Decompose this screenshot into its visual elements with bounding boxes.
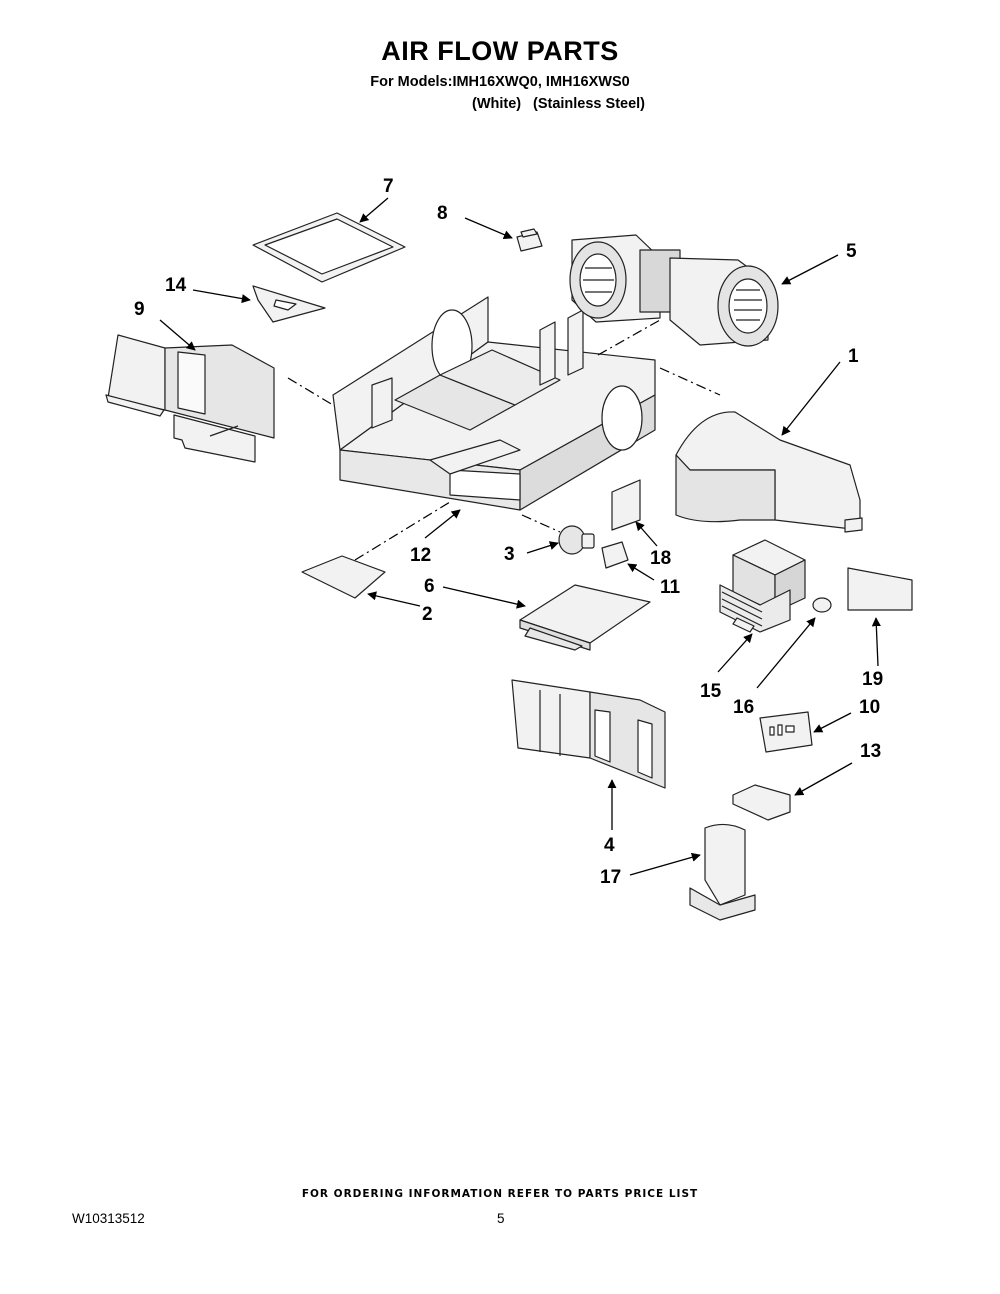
callout-4: 4	[604, 835, 615, 856]
part-5-blower-motor	[569, 234, 779, 347]
part-19-bracket-plate	[847, 567, 913, 611]
part-3-lamp	[558, 525, 595, 555]
page-title: AIR FLOW PARTS	[381, 36, 619, 66]
part-9-air-guide	[105, 334, 275, 463]
part-16-thermostat	[812, 597, 832, 613]
callout-14: 14	[165, 275, 187, 296]
callout-16: 16	[733, 697, 754, 718]
callout-2: 2	[422, 604, 433, 625]
callout-1: 1	[848, 346, 859, 367]
callout-8: 8	[437, 203, 448, 224]
callout-5: 5	[846, 241, 857, 262]
callout-18: 18	[650, 548, 671, 569]
callout-3: 3	[504, 544, 515, 565]
part-2-cover	[301, 555, 386, 599]
finish-white: (White)	[472, 96, 522, 112]
part-18-bracket	[611, 479, 641, 531]
part-4-air-guide-panel	[511, 679, 666, 789]
part-17-vent-duct	[689, 823, 756, 921]
page-number: 5	[497, 1211, 505, 1226]
callout-12: 12	[410, 545, 431, 566]
finish-stainless: (Stainless Steel)	[533, 96, 646, 112]
document-number: W10313512	[72, 1211, 145, 1226]
callout-13: 13	[860, 741, 881, 762]
part-12-base-chassis	[332, 296, 656, 511]
callout-17: 17	[600, 867, 621, 888]
part-7-filter	[252, 212, 406, 283]
callout-19: 19	[862, 669, 883, 690]
part-13-bracket	[732, 784, 791, 821]
callout-9: 9	[134, 299, 145, 320]
callout-7: 7	[383, 176, 394, 197]
part-15-transformer	[719, 539, 806, 633]
models-line: For Models:IMH16XWQ0, IMH16XWS0	[370, 74, 630, 90]
part-1-duct	[675, 411, 863, 533]
callout-10: 10	[859, 697, 880, 718]
part-10-board	[759, 711, 813, 753]
callout-15: 15	[700, 681, 722, 702]
part-6-plate	[519, 584, 651, 651]
callout-11: 11	[660, 577, 681, 598]
ordering-note: FOR ORDERING INFORMATION REFER TO PARTS …	[301, 1188, 699, 1200]
part-8-switch	[516, 228, 543, 252]
callout-6: 6	[424, 576, 435, 597]
part-11-socket	[601, 541, 629, 569]
